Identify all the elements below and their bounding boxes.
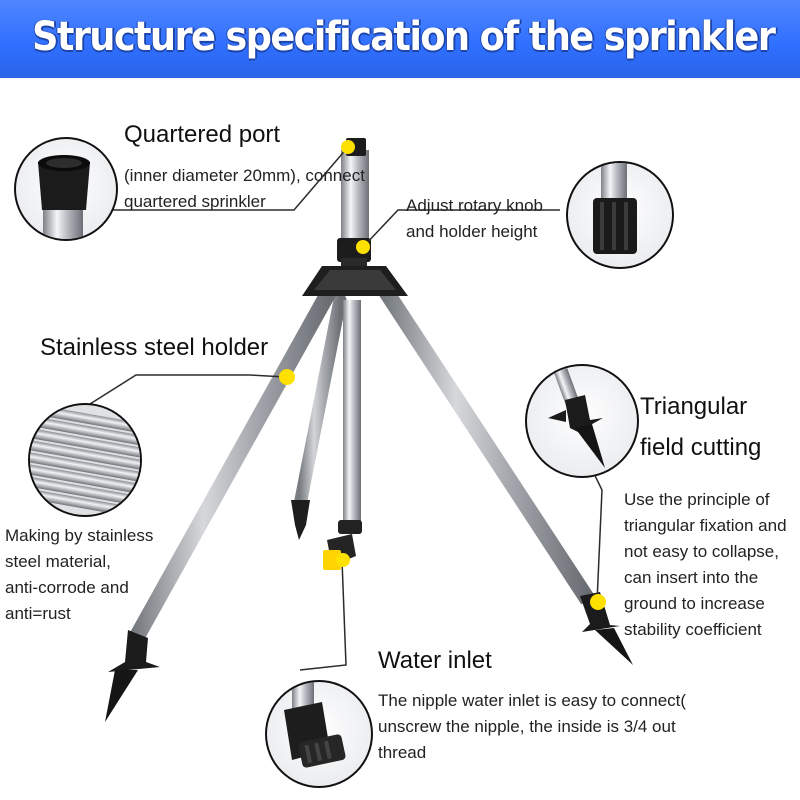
steel-holder-line-1: Making by stainless: [5, 526, 154, 545]
center-column: [302, 138, 408, 570]
left-leg: [105, 286, 337, 722]
page-title: Structure specification of the sprinkler: [32, 14, 776, 60]
marker-rotary-knob: [356, 240, 370, 254]
rotary-knob-line-2: and holder height: [406, 222, 538, 241]
triangular-line-3: not easy to collapse,: [624, 542, 779, 561]
triangular-line-6: stability coefficient: [624, 620, 762, 639]
water-inlet-line-1: The nipple water inlet is easy to connec…: [378, 691, 687, 710]
nipple-closeup-icon: [265, 680, 373, 788]
quartered-port-closeup-icon: [14, 137, 118, 241]
marker-water-inlet: [336, 553, 350, 567]
triangular-heading-line-1: Triangular: [640, 393, 748, 420]
steel-holder-line-4: anti=rust: [5, 604, 71, 623]
spike-closeup-icon: [525, 364, 639, 478]
steel-holder-line-3: anti-corrode and: [5, 578, 129, 597]
steel-tubes-closeup-icon: [28, 403, 142, 517]
marker-steel-holder: [279, 369, 295, 385]
triangular-heading-line-2: field cutting: [640, 434, 762, 461]
water-inlet-line-2: unscrew the nipple, the inside is 3/4 ou…: [378, 717, 676, 736]
triangular-line-4: can insert into the: [624, 568, 759, 587]
quartered-port-line-2: quartered sprinkler: [124, 192, 266, 211]
quartered-port-line-1: (inner diameter 20mm), connect: [124, 166, 365, 185]
quartered-port-heading: Quartered port: [124, 121, 281, 148]
water-inlet-heading: Water inlet: [378, 647, 492, 674]
marker-quartered-port: [341, 140, 355, 154]
steel-holder-heading: Stainless steel holder: [40, 334, 269, 361]
back-leg: [291, 293, 347, 540]
triangular-line-1: Use the principle of: [624, 490, 770, 509]
triangular-line-5: ground to increase: [624, 594, 765, 613]
rotary-knob-line-1: Adjust rotary knob: [406, 196, 544, 215]
markers: [279, 140, 606, 610]
marker-spike: [590, 594, 606, 610]
rotary-knob-closeup-icon: [566, 161, 674, 269]
triangular-line-2: triangular fixation and: [624, 516, 787, 535]
title-banner: [0, 0, 800, 78]
water-inlet-line-3: thread: [378, 743, 427, 762]
steel-holder-line-2: steel material,: [5, 552, 111, 571]
